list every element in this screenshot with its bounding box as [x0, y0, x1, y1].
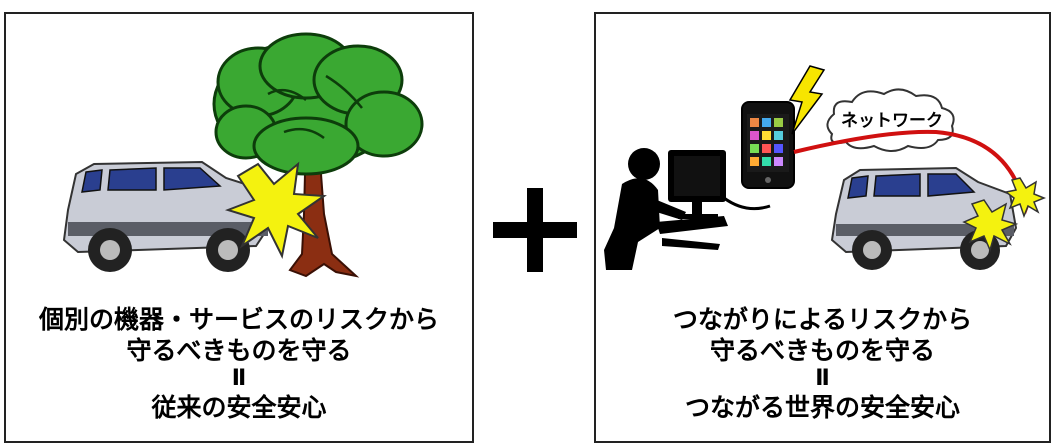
right-equals-sign: Ⅱ — [815, 366, 830, 391]
car-tree-collision-illustration — [62, 32, 424, 278]
right-caption-line-1: つながりによるリスクから — [672, 305, 973, 334]
plus-icon — [493, 188, 577, 272]
left-equals-sign: Ⅱ — [231, 366, 247, 391]
lightning-bolt-icon — [788, 65, 826, 135]
left-caption-line-1: 個別の機器・サービスのリスクから — [38, 305, 439, 334]
right-caption: つながりによるリスクから 守るべきものを守る Ⅱ つながる世界の安全安心 — [596, 304, 1049, 423]
network-cloud-icon: ネットワーク — [826, 88, 955, 152]
right-panel: ネットワーク つながりによるリスクから 守るべきものを守る Ⅱ つながる世界の安… — [594, 12, 1051, 443]
tree — [212, 32, 424, 278]
impact-burst-icon — [962, 199, 1019, 253]
left-caption: 個別の機器・サービスのリスクから 守るべきものを守る Ⅱ 従来の安全安心 — [6, 304, 472, 423]
impact-burst-icon — [1004, 177, 1047, 219]
right-caption-line-2: 守るべきものを守る — [709, 336, 935, 365]
network-label: ネットワーク — [841, 111, 943, 131]
impact-burst-icon — [224, 161, 327, 260]
left-caption-line-2: 守るべきものを守る — [126, 336, 352, 365]
connected-risk-illustration: ネットワーク — [604, 65, 1047, 270]
left-conclusion: 従来の安全安心 — [151, 393, 327, 422]
right-conclusion: つながる世界の安全安心 — [684, 393, 960, 422]
suv-car — [62, 160, 270, 272]
smartphone-icon — [741, 101, 795, 189]
person-at-computer-icon — [604, 148, 728, 270]
left-panel: 個別の機器・サービスのリスクから 守るべきものを守る Ⅱ 従来の安全安心 — [4, 12, 474, 443]
attack-arrow — [793, 129, 1026, 203]
